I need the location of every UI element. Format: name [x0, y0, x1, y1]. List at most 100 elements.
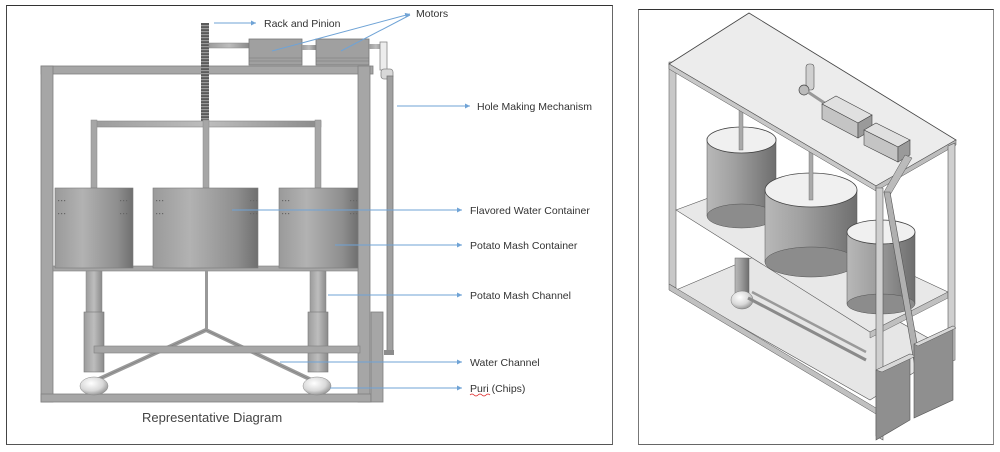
rack-tooth: [201, 70, 209, 72]
machine-front-view: [40, 23, 394, 403]
container-hole: [64, 213, 66, 215]
rack-tooth: [201, 109, 209, 111]
label-hole-making-mechanism: Hole Making Mechanism: [477, 101, 592, 113]
flavored-water-container-right: [278, 187, 359, 269]
container-hole: [253, 200, 255, 202]
label-rack-and-pinion: Rack and Pinion: [264, 18, 341, 30]
rack-tooth: [201, 97, 209, 99]
container-hole: [250, 213, 252, 215]
rack-tooth: [201, 100, 209, 102]
label-flavored-water-container: Flavored Water Container: [470, 205, 590, 217]
rack-and-pinion: [201, 23, 250, 123]
rack-tooth: [201, 88, 209, 90]
potato-mash-container: [152, 187, 259, 269]
label-potato-mash-channel: Potato Mash Channel: [470, 290, 571, 302]
container-3d-center: [764, 149, 858, 278]
container-support-bar: [90, 119, 322, 189]
water-channel-3d: [747, 296, 867, 362]
container-hole: [126, 200, 128, 202]
rack-tooth: [201, 64, 209, 66]
container-hole: [288, 213, 290, 215]
label-motors: Motors: [416, 8, 448, 20]
rack-tooth: [201, 112, 209, 114]
container-hole: [58, 200, 60, 202]
container-hole: [353, 213, 355, 215]
label-potato-mash-container: Potato Mash Container: [470, 240, 578, 252]
machine-isometric-view: [668, 12, 957, 441]
container-hole: [159, 213, 161, 215]
rack-tooth: [201, 37, 209, 39]
container-hole: [353, 200, 355, 202]
container-hole: [123, 213, 125, 215]
diagram-caption: Representative Diagram: [142, 410, 282, 425]
rack-tooth: [201, 34, 209, 36]
rack-tooth: [201, 25, 209, 27]
container-hole: [350, 213, 352, 215]
container-hole: [350, 200, 352, 202]
container-hole: [250, 200, 252, 202]
container-hole: [282, 200, 284, 202]
container-hole: [356, 200, 358, 202]
container-hole-dots: [58, 200, 358, 215]
water-channel: [87, 328, 361, 386]
rack-tooth: [201, 79, 209, 81]
rack-tooth: [201, 73, 209, 75]
label-water-channel: Water Channel: [470, 357, 540, 369]
rack-tooth: [201, 28, 209, 30]
rack-tooth: [201, 31, 209, 33]
potato-mash-channels: [83, 270, 329, 373]
rack-tooth: [201, 94, 209, 96]
rack-tooth: [201, 91, 209, 93]
container-hole: [58, 213, 60, 215]
leader-lines: [214, 12, 470, 391]
container-hole: [285, 213, 287, 215]
container-hole: [282, 213, 284, 215]
container-hole: [126, 213, 128, 215]
rack-tooth: [201, 106, 209, 108]
rack-tooth: [201, 49, 209, 51]
container-hole: [123, 200, 125, 202]
rack-tooth: [201, 43, 209, 45]
container-hole: [162, 213, 164, 215]
container-hole: [61, 200, 63, 202]
motors: [248, 38, 383, 66]
container-hole: [156, 200, 158, 202]
puri-chips: [79, 376, 332, 396]
container-hole: [356, 213, 358, 215]
label-puri-chips: Puri (Chips): [470, 383, 525, 395]
container-hole: [256, 200, 258, 202]
motors-3d: [821, 95, 911, 163]
rack-tooth: [201, 118, 209, 120]
container-hole: [120, 213, 122, 215]
container-3d-left: [706, 99, 777, 229]
rack-tooth: [201, 82, 209, 84]
rack-and-pinion-3d: [798, 63, 827, 106]
potato-mash-channel-3d: [734, 257, 750, 297]
frame-post-back-left: [668, 61, 677, 289]
rack-tooth: [201, 103, 209, 105]
rack-tooth: [201, 55, 209, 57]
container-hole: [64, 200, 66, 202]
container-hole: [256, 213, 258, 215]
spellcheck-underline: [469, 393, 491, 397]
container-hole: [162, 200, 164, 202]
container-hole: [159, 200, 161, 202]
rack-tooth: [201, 67, 209, 69]
hole-making-mechanism: [379, 41, 394, 355]
rack-tooth: [201, 61, 209, 63]
container-hole: [61, 213, 63, 215]
container-hole: [288, 200, 290, 202]
rack-tooth: [201, 76, 209, 78]
container-hole: [253, 213, 255, 215]
rack-tooth: [201, 40, 209, 42]
rack-tooth: [201, 85, 209, 87]
flavored-water-container-left: [54, 187, 134, 269]
base-blocks: [875, 325, 957, 441]
rack-tooth: [201, 58, 209, 60]
rack-tooth: [201, 115, 209, 117]
container-hole: [120, 200, 122, 202]
container-hole: [285, 200, 287, 202]
frame-post-right: [947, 142, 956, 363]
rack-tooth: [201, 46, 209, 48]
